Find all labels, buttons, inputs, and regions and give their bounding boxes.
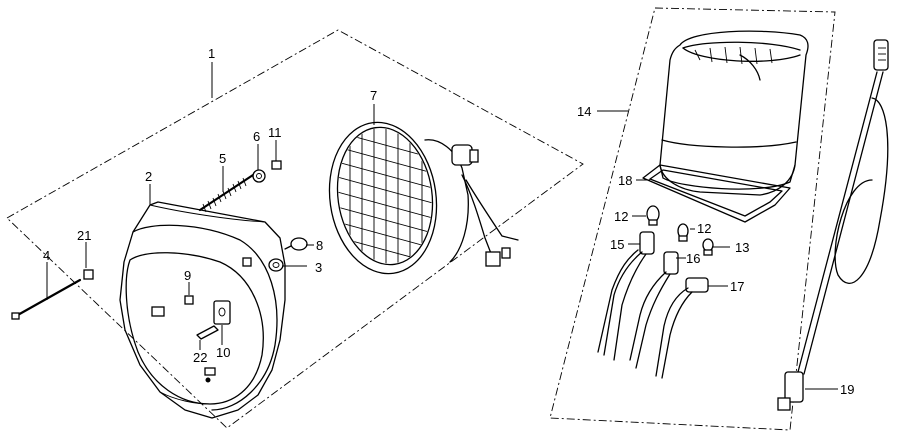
adjusting-screw (198, 173, 255, 213)
label-part-22: 22 (193, 350, 207, 365)
clip-22 (196, 325, 219, 340)
label-part-2: 2 (145, 169, 152, 184)
label-part-6: 6 (253, 129, 260, 144)
label-part-12a: 12 (614, 209, 628, 224)
screw-8 (284, 237, 308, 251)
bulb-12a (646, 205, 660, 226)
bulb-13 (702, 238, 714, 256)
socket-17 (655, 277, 709, 379)
label-part-17: 17 (730, 279, 744, 294)
label-part-10: 10 (216, 345, 230, 360)
label-part-14: 14 (577, 104, 591, 119)
label-part-21: 21 (77, 228, 91, 243)
nut-9 (184, 295, 194, 305)
headlight-assembly-group: 1 2 3 4 5 6 7 8 9 10 11 21 22 (6, 29, 584, 429)
label-part-4: 4 (43, 248, 50, 263)
sealed-beam-unit (328, 121, 519, 275)
label-part-13: 13 (735, 240, 749, 255)
meter-group-boundary (549, 7, 836, 431)
label-part-18: 18 (618, 173, 632, 188)
mounting-bolt (11, 278, 82, 320)
label-part-3: 3 (315, 260, 322, 275)
speedometer-housing (659, 30, 809, 196)
headlight-case (119, 201, 286, 419)
label-part-1: 1 (208, 46, 215, 61)
label-part-5: 5 (219, 151, 226, 166)
label-part-15: 15 (610, 237, 624, 252)
label-part-12b: 12 (697, 221, 711, 236)
meter-gasket (642, 164, 791, 223)
speedometer-cable (777, 39, 889, 411)
label-part-11: 11 (268, 125, 282, 140)
collar-3 (268, 258, 284, 272)
label-part-16: 16 (686, 251, 700, 266)
label-part-7: 7 (370, 88, 377, 103)
socket-16 (629, 251, 679, 369)
nut-11 (271, 160, 282, 170)
socket-15 (597, 231, 655, 361)
headlight-group-boundary (6, 29, 584, 429)
nut-6 (252, 169, 266, 183)
label-part-8: 8 (316, 238, 323, 253)
label-part-19: 19 (840, 382, 854, 397)
nut-21 (83, 269, 94, 280)
label-part-9: 9 (184, 268, 191, 283)
bulb-12b (677, 223, 689, 242)
bracket-10 (213, 300, 231, 325)
meter-assembly-group: 14 18 12 12 13 15 16 17 19 (549, 7, 889, 431)
